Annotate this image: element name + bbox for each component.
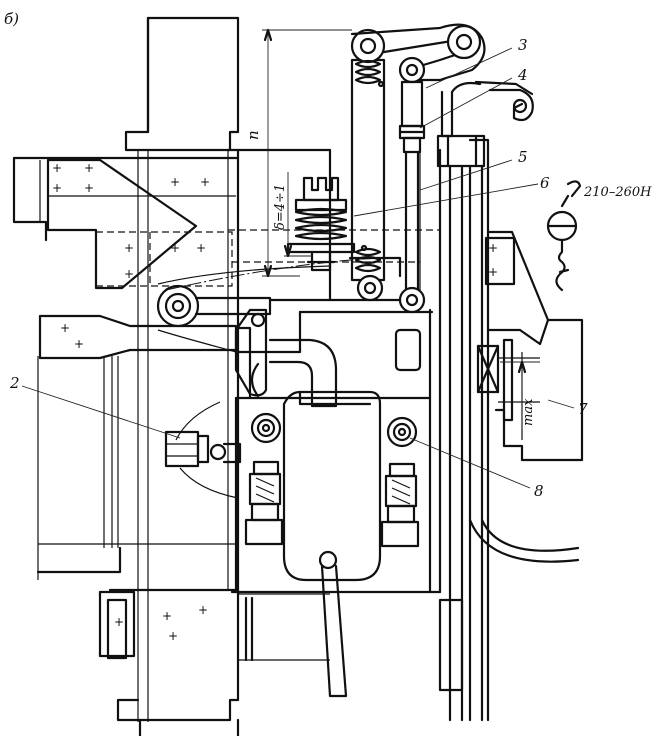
slot-window	[394, 328, 422, 372]
svg-text:+: +	[124, 241, 134, 255]
svg-text:+: +	[84, 161, 94, 175]
svg-text:+: +	[200, 175, 210, 189]
svg-text:п: п	[244, 130, 262, 140]
svg-text:+: +	[488, 241, 498, 255]
svg-text:+: +	[52, 161, 62, 175]
callout-3: 3	[518, 36, 528, 54]
svg-text:+: +	[60, 321, 70, 335]
callout-6: 6	[540, 174, 550, 192]
max-dimension: max	[500, 360, 540, 430]
svg-text:+: +	[84, 181, 94, 195]
top-lever	[350, 23, 534, 122]
svg-text:+: +	[488, 265, 498, 279]
lever-arm	[234, 308, 338, 408]
svg-text:δ=4÷1: δ=4÷1	[273, 184, 288, 230]
svg-text:max: max	[521, 398, 536, 426]
wedge-block	[46, 158, 440, 290]
svg-text:+: +	[114, 615, 124, 629]
svg-text:+: +	[198, 603, 208, 617]
svg-text:+: +	[170, 241, 180, 255]
callout-2: 2	[9, 374, 20, 392]
svg-text:+: +	[74, 337, 84, 351]
svg-text:+: +	[168, 629, 178, 643]
svg-text:+: +	[52, 181, 62, 195]
svg-text:+: +	[170, 175, 180, 189]
svg-text:+: +	[196, 241, 206, 255]
callout-8: 8	[534, 482, 544, 500]
force-label: 210–260Н	[583, 185, 652, 200]
pull-rod	[398, 56, 426, 314]
callout-7: 7	[578, 400, 588, 418]
callout-4: 4	[517, 66, 528, 84]
bolt-left	[244, 412, 284, 546]
dimension-n: п	[244, 28, 352, 278]
gap-dimension: δ=4÷1	[273, 172, 312, 258]
panel-label: б)	[4, 10, 19, 28]
cylinder	[282, 390, 382, 698]
right-guide	[436, 81, 580, 722]
spring-rod	[348, 28, 402, 302]
leader-lines	[21, 47, 575, 489]
spring-weight	[546, 180, 582, 292]
pin-bracket	[164, 401, 242, 499]
svg-text:+: +	[124, 267, 134, 281]
svg-text:+: +	[162, 609, 172, 623]
left-frame	[12, 16, 330, 736]
plus-markers: + + + + + + + + + + + + + + + + + +	[52, 161, 498, 643]
callout-5: 5	[518, 148, 528, 166]
central-column	[226, 148, 442, 594]
bolt-right	[380, 416, 420, 548]
